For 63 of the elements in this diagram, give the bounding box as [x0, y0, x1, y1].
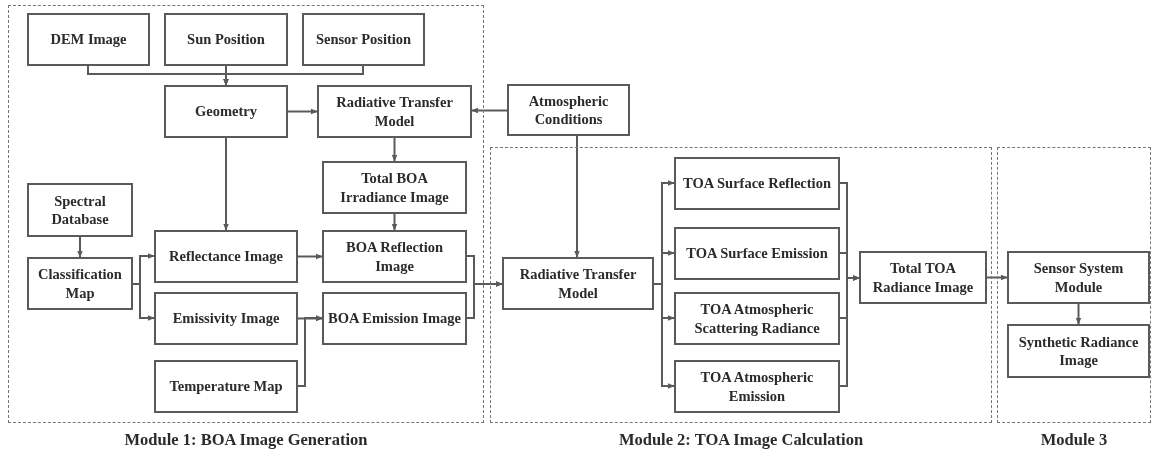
- arrow: [986, 274, 1008, 281]
- box-label: TOA Surface Reflection: [683, 174, 831, 193]
- process-box: [164, 85, 288, 138]
- process-box: [27, 13, 150, 66]
- module-title: Module 3: [1039, 430, 1109, 450]
- process-box: [322, 161, 467, 214]
- box-label: Emissivity Image: [172, 309, 280, 328]
- box-label: Sun Position: [187, 30, 265, 49]
- process-box: [302, 13, 425, 66]
- module-title: Module 1: BOA Image Generation: [123, 430, 369, 450]
- arrow: [839, 275, 860, 387]
- process-box: [164, 13, 288, 66]
- box-label: Sensor Position: [315, 30, 412, 49]
- box-label: Synthetic Radiance Image: [1017, 332, 1140, 370]
- process-box: [674, 157, 840, 210]
- arrow: [223, 137, 229, 231]
- box-label: Geometry: [195, 102, 257, 121]
- arrow: [1075, 303, 1082, 325]
- box-label: Sensor System Module: [1032, 259, 1125, 296]
- box-label: BOA Reflection Image: [344, 238, 445, 275]
- process-box: [1007, 324, 1150, 378]
- box-label: DEM Image: [50, 30, 127, 49]
- process-box: [322, 230, 467, 283]
- process-box: [502, 257, 654, 310]
- arrow: [297, 315, 323, 322]
- process-box: [507, 84, 630, 136]
- arrow: [132, 283, 155, 321]
- process-box: [674, 292, 840, 345]
- box-label: Classification Map: [37, 265, 123, 302]
- box-label: Total TOA Radiance Image: [871, 259, 975, 296]
- box-label: BOA Emission Image: [328, 309, 461, 328]
- box-label: Reflectance Image: [169, 247, 283, 266]
- process-box: [27, 257, 133, 310]
- arrow: [77, 236, 83, 258]
- process-box: [322, 292, 467, 345]
- arrow: [391, 137, 398, 162]
- box-label: Temperature Map: [169, 377, 283, 396]
- process-box: [674, 227, 840, 280]
- arrow: [287, 108, 318, 115]
- box-label: TOA Atmospheric Scattering Radiance: [693, 300, 821, 337]
- arrow: [574, 135, 580, 258]
- arrow: [471, 107, 508, 114]
- process-box: [1007, 251, 1150, 304]
- arrow: [391, 213, 398, 231]
- box-label: Radiative Transfer Model: [335, 93, 454, 130]
- process-box: [859, 251, 987, 304]
- process-box: [317, 85, 472, 138]
- box-label: Spectral Database: [50, 191, 110, 229]
- process-box: [674, 360, 840, 413]
- process-box: [154, 360, 298, 413]
- box-label: Atmospheric Conditions: [527, 91, 610, 129]
- process-box: [154, 292, 298, 345]
- box-label: Total BOA Irradiance Image: [339, 169, 450, 206]
- arrow: [297, 315, 323, 387]
- arrow: [223, 65, 364, 86]
- process-box: [154, 230, 298, 283]
- box-label: TOA Surface Emission: [686, 244, 828, 263]
- arrow: [466, 281, 503, 319]
- process-box: [27, 183, 133, 237]
- module-title: Module 2: TOA Image Calculation: [617, 430, 865, 450]
- arrow: [297, 253, 323, 260]
- box-label: Radiative Transfer Model: [518, 265, 638, 302]
- box-label: TOA Atmospheric Emission: [699, 368, 815, 405]
